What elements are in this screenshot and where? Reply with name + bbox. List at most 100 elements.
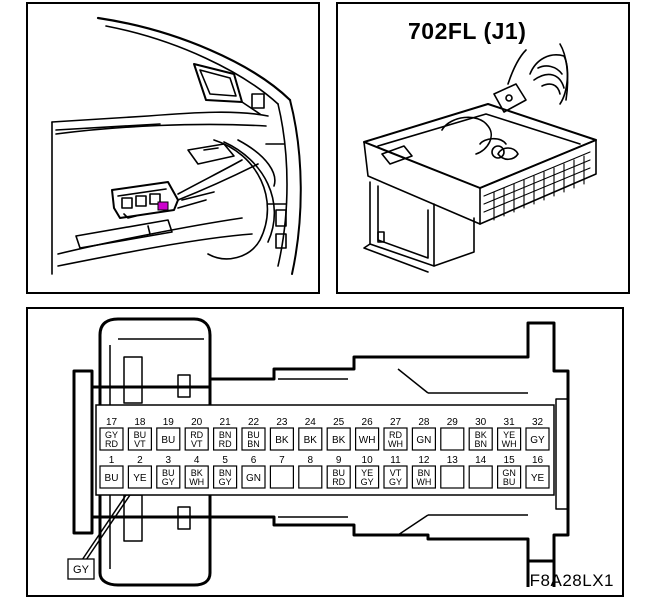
figure-code: F8A28LX1 bbox=[529, 571, 614, 590]
top-row-pin-wire-color: BK bbox=[332, 435, 346, 446]
bottom-row-pin-wire-color: GN bbox=[502, 468, 515, 478]
bottom-row-pin-wire-color: YE bbox=[133, 473, 147, 484]
top-row-pin-cavity bbox=[383, 427, 408, 451]
top-row-pin-wire-color: BK bbox=[275, 435, 289, 446]
top-row-pin-wire-color: WH bbox=[359, 435, 376, 446]
bottom-row-pin-wire-color: VT bbox=[390, 468, 402, 478]
bottom-row-pin-cavity bbox=[269, 465, 294, 489]
bottom-row-pin-cavity bbox=[156, 465, 181, 489]
bottom-row-pin-wire-color: GN bbox=[246, 473, 261, 484]
bottom-row-pin-cavity bbox=[355, 465, 380, 489]
bottom-row-pin-cavity bbox=[525, 465, 550, 489]
housing-color-box bbox=[67, 558, 95, 580]
top-row-pin-wire-color: BK bbox=[304, 435, 318, 446]
top-row-pin-cavity bbox=[440, 427, 465, 451]
bottom-row-pin-wire-color: BN bbox=[219, 468, 232, 478]
top-row-pin-wire-color: BN bbox=[219, 430, 232, 440]
connector-title: 702FL (J1) bbox=[408, 18, 527, 44]
top-row-pin-number: 26 bbox=[362, 417, 374, 428]
top-row-pin-cavity bbox=[99, 427, 124, 451]
pinout-diagram: 17GYRD18BUVT19BU20RDVT21BNRD22BUBN23BK24… bbox=[67, 317, 570, 587]
top-row-pin-cavity bbox=[326, 427, 351, 451]
bottom-row-pin-cavity bbox=[497, 465, 522, 489]
top-row-pin-wire-color: RD bbox=[389, 430, 402, 440]
top-row-pin-number: 20 bbox=[191, 417, 203, 428]
bottom-row-pin-wire-color: BN bbox=[418, 468, 431, 478]
bottom-row-pin-cavity bbox=[184, 465, 209, 489]
bottom-row-pin-number: 8 bbox=[308, 455, 314, 466]
bottom-row-pin-wire-color: YE bbox=[361, 468, 373, 478]
bottom-row-pin-wire-color: BU bbox=[332, 468, 345, 478]
bottom-row-pin-number: 4 bbox=[194, 455, 200, 466]
bottom-row-pin-wire-color: BU bbox=[162, 468, 175, 478]
top-row-pin-number: 22 bbox=[248, 417, 260, 428]
top-row-pin-cavity bbox=[355, 427, 380, 451]
bottom-row-pin-wire-color: GY bbox=[219, 477, 232, 487]
top-row-pin-number: 21 bbox=[220, 417, 232, 428]
top-row-pin-wire-color: WH bbox=[388, 439, 403, 449]
bottom-row-pin-wire-color: WH bbox=[416, 477, 431, 487]
top-row-pin-number: 28 bbox=[418, 417, 430, 428]
bottom-row-pin-number: 16 bbox=[532, 455, 544, 466]
top-row-pin-cavity bbox=[497, 427, 522, 451]
bottom-row-pin-cavity bbox=[241, 465, 266, 489]
bottom-row-pin-wire-color: WH bbox=[189, 477, 204, 487]
top-row-pin-wire-color: VT bbox=[134, 439, 146, 449]
top-row-pin-number: 30 bbox=[475, 417, 487, 428]
bottom-row-pin-wire-color: YE bbox=[531, 473, 545, 484]
bottom-row-pin-wire-color: GY bbox=[162, 477, 175, 487]
bottom-row-pin-wire-color: BU bbox=[105, 473, 119, 484]
bottom-row-pin-number: 11 bbox=[390, 455, 401, 466]
bottom-row-pin-cavity bbox=[440, 465, 465, 489]
bottom-row-pin-number: 14 bbox=[475, 455, 487, 466]
bottom-row-pin-cavity bbox=[99, 465, 124, 489]
top-row-pin-wire-color: GY bbox=[530, 435, 545, 446]
top-row-pin-wire-color: BK bbox=[475, 430, 487, 440]
top-row-pin-cavity bbox=[269, 427, 294, 451]
top-row-pin-cavity bbox=[156, 427, 181, 451]
top-row-pin-wire-color: GN bbox=[416, 435, 431, 446]
bottom-row-pin-wire-color: GY bbox=[361, 477, 374, 487]
top-row-pin-cavity bbox=[241, 427, 266, 451]
top-row-pin-cavity bbox=[127, 427, 153, 451]
bottom-row-pin-cavity bbox=[383, 465, 408, 489]
bottom-row-pin-number: 13 bbox=[447, 455, 459, 466]
top-row-pin-number: 25 bbox=[333, 417, 345, 428]
bottom-row-pin-number: 9 bbox=[336, 455, 342, 466]
door-location-view bbox=[26, 2, 320, 294]
top-row-pin-wire-color: BU bbox=[134, 430, 147, 440]
connector-3d-view: 702FL (J1) bbox=[336, 2, 630, 294]
top-row-pin-number: 31 bbox=[504, 417, 516, 428]
bottom-row-pin-cavity bbox=[411, 465, 436, 489]
top-row-pin-wire-color: WH bbox=[502, 439, 517, 449]
top-row-pin-number: 19 bbox=[163, 417, 175, 428]
connector-location-marker bbox=[157, 201, 169, 211]
top-row-pin-wire-color: RD bbox=[219, 439, 232, 449]
connector-illustration bbox=[363, 43, 597, 273]
door-illustration bbox=[51, 16, 302, 275]
bottom-row-pin-number: 5 bbox=[222, 455, 228, 466]
top-row-pin-number: 17 bbox=[106, 417, 118, 428]
top-row-pin-wire-color: RD bbox=[105, 439, 118, 449]
bottom-row-pin-cavity bbox=[127, 465, 153, 489]
top-row-pin-cavity bbox=[184, 427, 209, 451]
top-row-pin-number: 29 bbox=[447, 417, 459, 428]
top-row-pin-wire-color: GY bbox=[105, 430, 118, 440]
bottom-row-pin-number: 3 bbox=[166, 455, 172, 466]
bottom-row-pin-number: 10 bbox=[362, 455, 374, 466]
top-row-pin-cavity bbox=[411, 427, 436, 451]
bottom-row-pin-number: 1 bbox=[109, 455, 115, 466]
top-row-pin-cavity bbox=[213, 427, 238, 451]
bottom-row-pin-wire-color: BU bbox=[503, 477, 516, 487]
bottom-row-pin-cavity bbox=[298, 465, 323, 489]
top-row-pin-wire-color: RD bbox=[190, 430, 203, 440]
bottom-row-pin-cavity bbox=[468, 465, 493, 489]
top-row-pin-number: 27 bbox=[390, 417, 402, 428]
top-row-pin-cavity bbox=[468, 427, 493, 451]
bottom-row-pin-number: 15 bbox=[504, 455, 516, 466]
bottom-row-pin-wire-color: GY bbox=[389, 477, 402, 487]
top-row-pin-wire-color: BU bbox=[247, 430, 260, 440]
bottom-row-pin-number: 2 bbox=[137, 455, 143, 466]
bottom-row-pin-cavity bbox=[326, 465, 351, 489]
